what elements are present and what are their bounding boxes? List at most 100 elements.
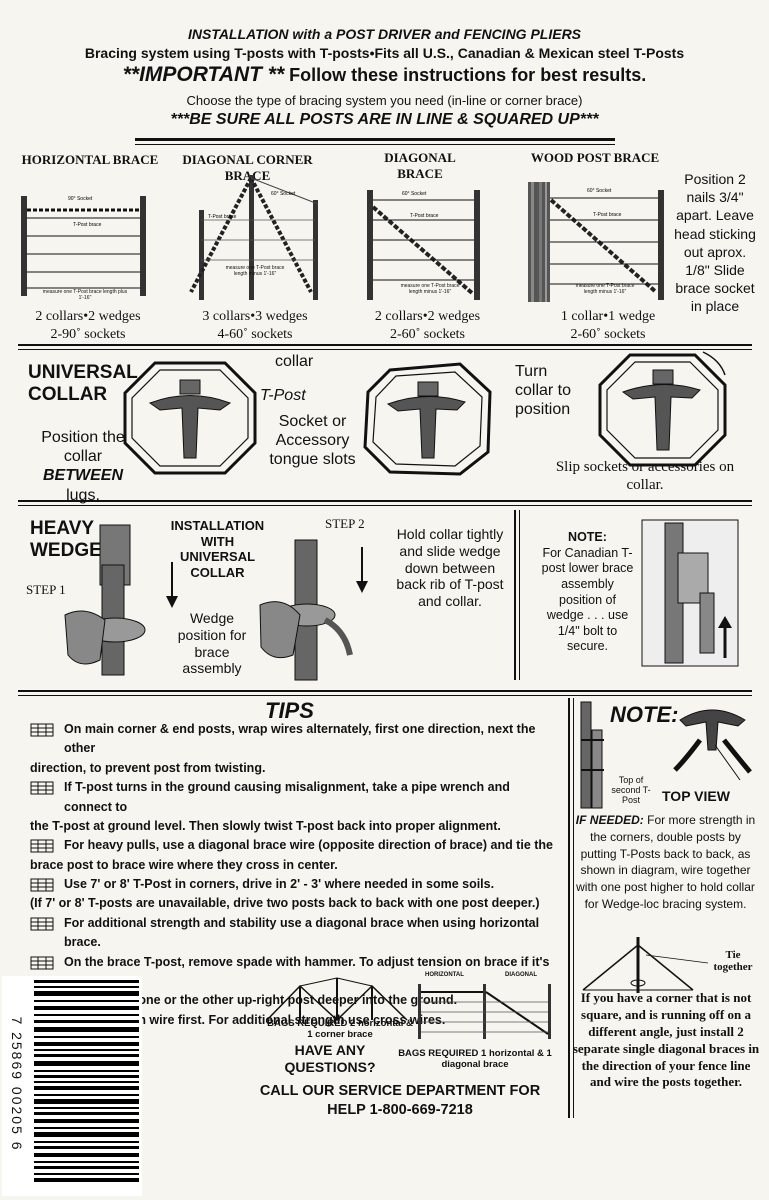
wood-note: Position 2 nails 3/4" apart. Leave head … [674,171,756,315]
tip-cont: the T-post at ground level. Then slowly … [30,818,501,833]
collar-position: Position the collar BETWEEN lugs. [28,428,138,505]
double-post-drawing [580,701,604,809]
header-choose: Choose the type of bracing system you ne… [186,93,583,108]
section-rule-1 [18,344,752,346]
tips-list: On main corner & end posts, wrap wires a… [30,720,558,1030]
collar-drawing-1 [123,361,257,475]
tip-text: For heavy pulls, use a diagonal brace wi… [64,838,553,853]
if-needed-label: IF NEEDED: [575,813,644,827]
diagonal-brace-diagram: 60° Socket T-Post brace [367,190,480,300]
install-with-collar: INSTALLATION WITH UNIVERSAL COLLAR [170,518,265,580]
bags-right-diagram [418,984,551,1039]
wood-measure: measure one T-Post brace length minus 1'… [575,283,635,295]
brace-title-diagonal: DIAGONAL BRACE [384,150,456,182]
brace-title-horizontal: HORIZONTAL BRACE [21,152,159,167]
horizontal-parts: 2 collars•2 wedges 2-90˚ sockets [18,308,158,343]
step1-label: STEP 1 [26,582,66,597]
fence-icon [30,878,54,892]
side-note-body: IF NEEDED: For more strength in the corn… [573,812,758,913]
turn-collar-text: Turn collar to position [515,363,572,419]
diagonal-member-label: T-Post brace [410,213,439,219]
brace-title-wood-post: WOOD POST BRACE [530,150,660,165]
tip-item: On the brace T-post, remove spade with h… [30,953,558,992]
header-rule [135,138,615,141]
diagonal-parts: 2 collars•2 wedges 2-60˚ sockets [360,308,495,343]
hold-collar-text: Hold collar tightly and slide wedge down… [396,526,504,610]
wedge-position: Wedge position for brace assembly [177,610,247,677]
tips-title: TIPS [265,698,314,723]
corner-member-label: T-Post brace [208,214,237,220]
down-arrow-icon-2 [356,547,368,593]
horizontal-parts-line1: 2 collars•2 wedges [35,309,141,324]
diagonal-measure: measure one T-Post brace length minus 1'… [400,283,460,295]
bags-diagonal-label: DIAGONAL [505,972,537,978]
between-text: BETWEEN [43,467,123,485]
horizontal-member-label: T-Post brace [73,222,102,228]
section-rule-2 [18,500,752,502]
note-divider [514,510,516,680]
collar-drawing-3 [598,351,727,467]
wedge-note: NOTE: For Canadian T-post lower brace as… [540,530,635,655]
service-department: CALL OUR SERVICE DEPARTMENT FOR HELP 1-8… [259,1083,541,1118]
corner-parts: 3 collars•3 wedges 4-60˚ sockets [180,308,330,343]
tips-divider-b [573,698,574,1118]
tip-cont: direction, to prevent post from twisting… [30,760,266,775]
lugs-text: lugs. [66,486,100,504]
corner-parts-line1: 3 collars•3 wedges [202,309,308,324]
fence-icon [30,781,54,795]
down-arrow-icon [166,562,178,608]
tip-text: For additional strength and stability us… [64,915,540,950]
position-text: Position the collar [41,429,125,466]
header-rule-thin [135,144,615,145]
diagonal-parts-line1: 2 collars•2 wedges [374,309,481,324]
barcode-bars [34,980,139,1182]
wedge-title: HEAVY WEDGE [30,518,102,561]
tip-item: On main corner & end posts, wrap wires a… [30,720,558,759]
top-of-second-label: Top of second T-Post [611,775,651,805]
corner-note: If you have a corner that is not square,… [572,990,760,1090]
top-view-drawing [673,709,752,781]
wood-member-label: T-Post brace [593,212,622,218]
top-view-label: TOP VIEW [662,788,730,804]
tip-text: Use 7' or 8' T-Post in corners, drive in… [64,877,495,891]
fence-icon [30,917,54,931]
horizontal-measure: measure one T-Post brace length plus 1'-… [42,289,128,301]
wedge-note-body: For Canadian T-post lower brace assembly… [541,545,634,654]
tip-text: Install bottom wire first. For additiona… [64,1012,446,1027]
horizontal-socket-label: 90° Socket [68,196,93,202]
corner-parts-line2: 4-60˚ sockets [217,326,293,342]
tip-item: For heavy pulls, use a diagonal brace wi… [30,836,558,855]
header-important: **IMPORTANT ** Follow these instructions… [0,63,769,87]
section-rule-3 [18,690,752,692]
header-squared: ***BE SURE ALL POSTS ARE IN LINE & SQUAR… [170,111,599,128]
wood-parts-line2: 2-60˚ sockets [570,326,646,342]
slip-sockets-text: Slip sockets or accessories on collar. [555,459,735,493]
tip-item: For additional strength and stability us… [30,914,558,953]
diagonal-corner-brace-diagram: 60° Socket T-Post brace [189,175,319,300]
wedge-step2-drawing [259,539,353,681]
wood-post-brace-diagram: 60° Socket T-Post brace [528,182,664,302]
side-note-title: NOTE: [610,702,679,727]
have-questions: HAVE ANY QUESTIONS? [284,1042,376,1075]
barcode: 7 25869 00205 6 [2,976,142,1196]
tip-text: If T-post turns in the ground causing mi… [64,780,510,814]
section-rule-2b [18,505,752,506]
tip-item: Use 7' or 8' T-Post in corners, drive in… [30,875,558,894]
tip-cont: brace post to brace wire where they cros… [30,857,338,872]
tip-text: On main corner & end posts, wrap wires a… [64,722,536,756]
tpost-label: T-Post [260,387,306,404]
collar-drawing-2 [363,362,492,476]
section-rule-3b [18,695,752,696]
wood-socket-label: 60° Socket [587,188,612,194]
bags-horizontal-label: HORIZONTAL [425,972,464,978]
diagonal-socket-label: 60° Socket [402,191,427,197]
wood-parts: 1 collar•1 wedge 2-60˚ sockets [548,308,668,343]
tip-item: If T-post turns in the ground causing mi… [30,778,558,817]
if-needed-text: For more strength in the corners, double… [576,813,756,911]
tie-together: Tie together [713,949,753,973]
corner-socket-label: 60° Socket [271,191,296,197]
follow-text: Follow these instructions for best resul… [284,65,647,85]
collar-title: UNIVERSAL COLLAR [28,362,138,405]
wood-parts-line1: 1 collar•1 wedge [560,309,656,324]
diagonal-parts-line2: 2-60˚ sockets [389,326,466,342]
